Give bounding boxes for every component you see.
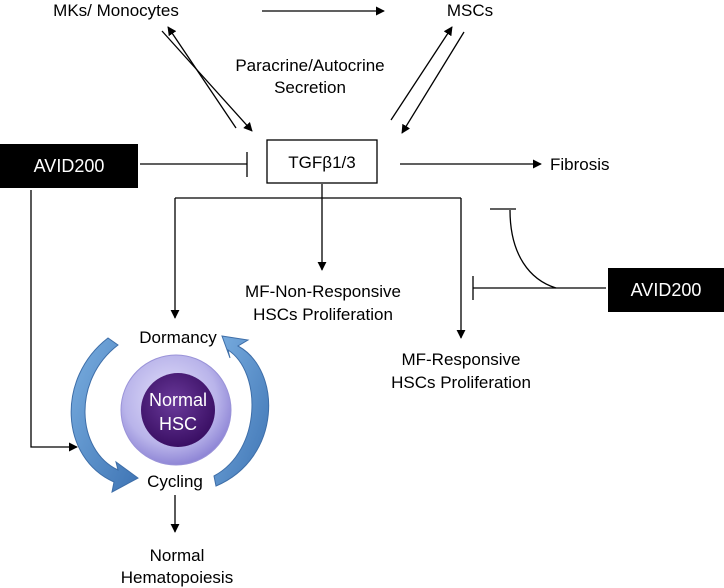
dormancy-label: Dormancy [139, 328, 217, 347]
tgfb-to-mks-arrow [167, 26, 237, 129]
mf-non-responsive-label-line1: MF-Non-Responsive [245, 282, 401, 301]
cycle-arrow-left [70, 337, 139, 493]
cycle-arrow-right [213, 335, 270, 487]
mf-non-responsive-label-line2: HSCs Proliferation [253, 305, 393, 324]
mscs-label: MSCs [447, 1, 493, 20]
cycling-label: Cycling [147, 472, 203, 491]
avid200-right-box [608, 268, 724, 312]
avid200-right-label: AVID200 [631, 280, 702, 300]
mf-responsive-label-line1: MF-Responsive [401, 350, 520, 369]
tgfb-to-mscs-arrow [390, 26, 453, 121]
hsc-inner-nucleus [141, 373, 215, 447]
secretion-label-line1: Paracrine/Autocrine [235, 56, 384, 75]
mks-to-tgfb-arrow [161, 30, 253, 132]
hsc-label-line2: HSC [159, 414, 197, 434]
avid200-curved-inhibitor [509, 209, 557, 289]
tgfb-label: TGFβ1/3 [288, 153, 355, 172]
avid200-left-box [0, 144, 138, 188]
hematopoiesis-label-line1: Normal [150, 546, 205, 565]
avid200-left-label: AVID200 [34, 156, 105, 176]
hematopoiesis-label-line2: Hematopoiesis [121, 568, 233, 587]
mks-monocytes-label: MKs/ Monocytes [53, 1, 179, 20]
fibrosis-label: Fibrosis [550, 155, 610, 174]
hsc-label-line1: Normal [149, 390, 207, 410]
avid200-to-cycle-arrow [30, 190, 78, 452]
mf-responsive-label-line2: HSCs Proliferation [391, 373, 531, 392]
secretion-label-line2: Secretion [274, 78, 346, 97]
tgfb-box [266, 139, 378, 184]
mscs-to-tgfb-arrow [401, 31, 465, 134]
